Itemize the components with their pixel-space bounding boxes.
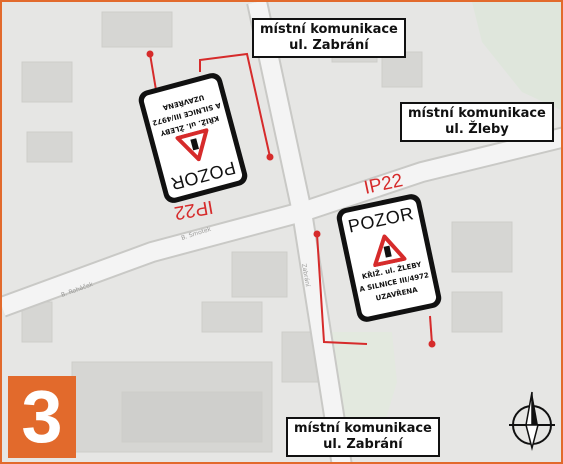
street-label-bottom-line1: místní komunikace	[294, 421, 432, 436]
street-label-right-line2: ul. Žleby	[445, 122, 509, 137]
warning-triangle-icon	[373, 234, 407, 268]
street-label-right: místní komunikace ul. Žleby	[400, 102, 554, 142]
warning-sign-south-panel: POZOR KŘIŽ. ul. ŽLEBY A SILNICE III/4972…	[340, 198, 438, 318]
street-label-bottom-line2: ul. Zabrání	[323, 437, 403, 452]
street-label-top-line1: místní komunikace	[260, 22, 398, 37]
street-label-bottom: místní komunikace ul. Zabrání	[286, 417, 440, 457]
warning-sign-south-title: POZOR	[346, 203, 416, 237]
street-label-top: místní komunikace ul. Zabrání	[252, 18, 406, 58]
north-arrow-icon	[509, 391, 555, 451]
warning-sign-north-panel: POZOR KŘIŽ. ul. ŽLEBY A SILNICE III/4972…	[142, 76, 244, 200]
panel-number: 3	[8, 376, 76, 458]
svg-text:Zabrání: Zabrání	[300, 263, 311, 287]
street-label-right-line1: místní komunikace	[408, 106, 546, 121]
warning-sign-south: POZOR KŘIŽ. ul. ŽLEBY A SILNICE III/4972…	[334, 192, 444, 324]
warning-sign-north: POZOR KŘIŽ. ul. ŽLEBY A SILNICE III/4972…	[136, 70, 250, 206]
street-label-top-line2: ul. Zabrání	[289, 38, 369, 53]
warning-triangle-icon	[175, 128, 209, 162]
